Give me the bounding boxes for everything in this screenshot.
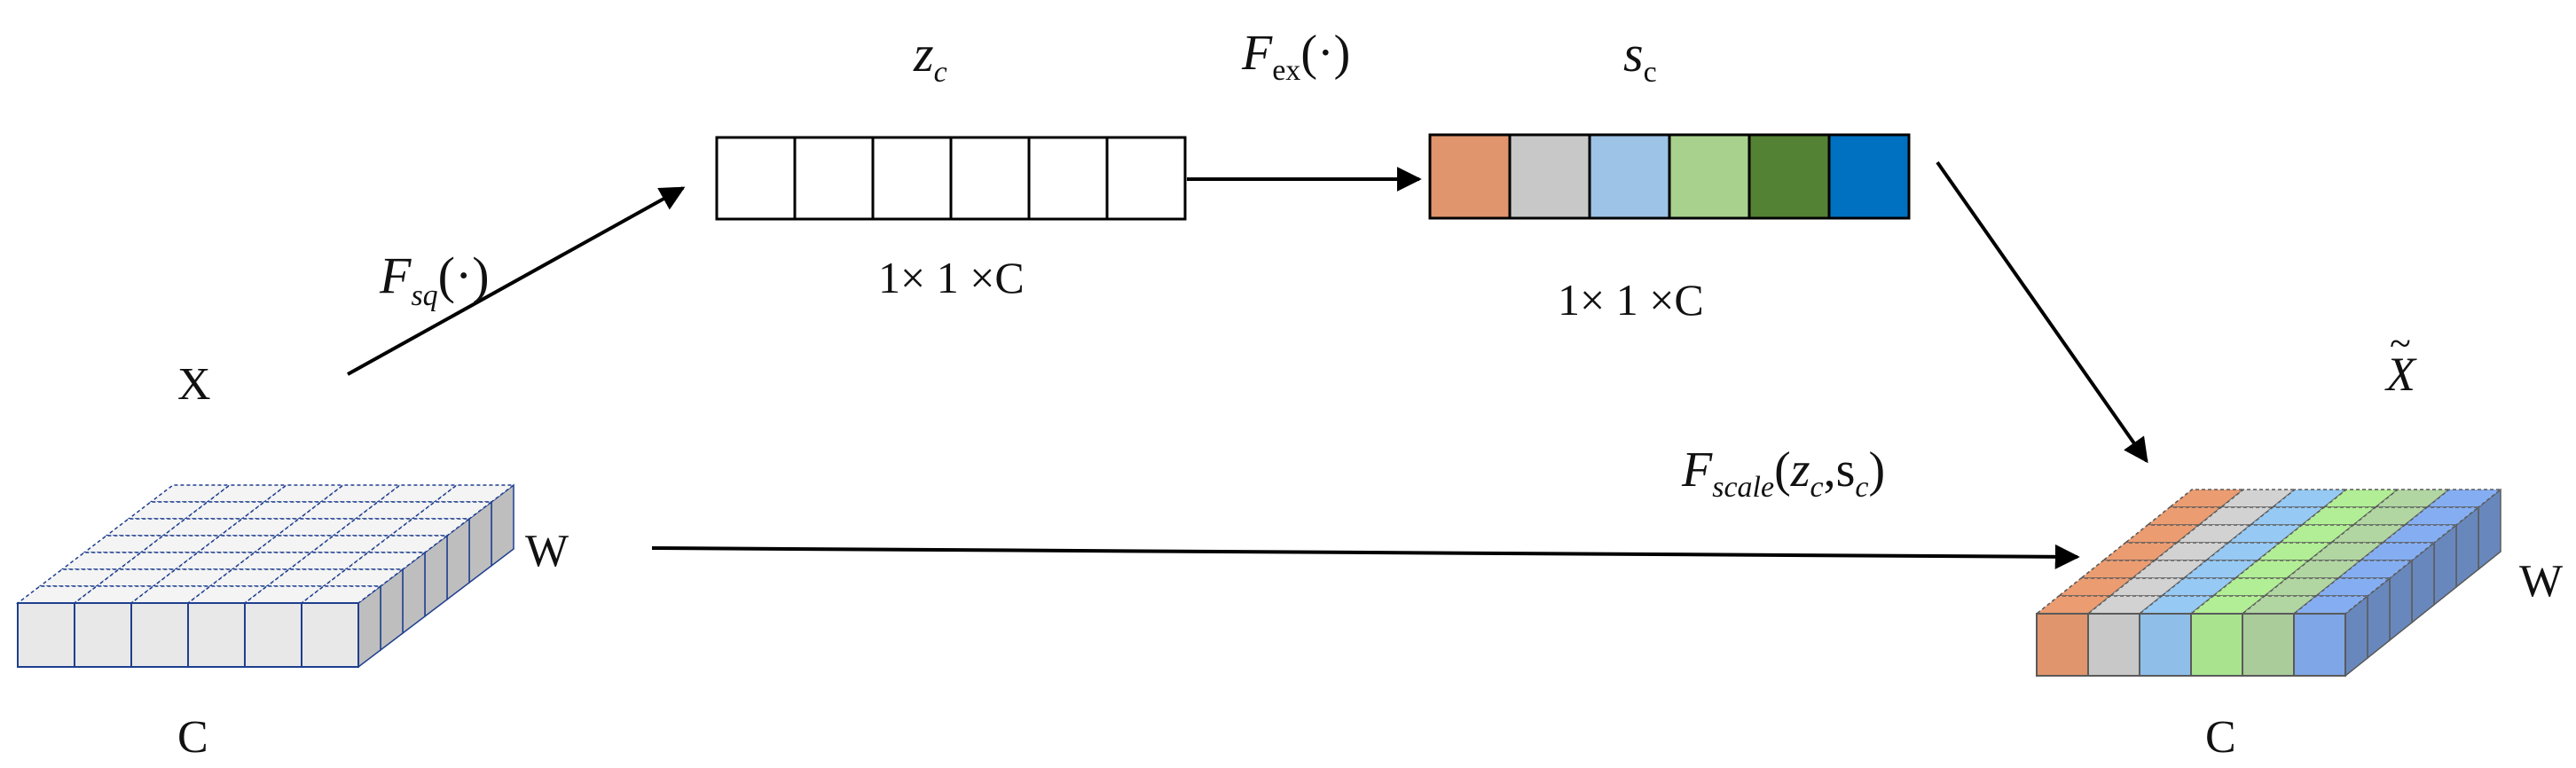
zc-dimension-label: 1× 1 ×C bbox=[878, 253, 1025, 302]
input-w-label: W bbox=[525, 526, 569, 576]
tensor-front-cell bbox=[2087, 613, 2140, 677]
zc-cell bbox=[871, 136, 953, 221]
output-x-tilde: ~ bbox=[2390, 322, 2411, 365]
tensor-front-cell bbox=[2190, 613, 2243, 677]
sc-cell bbox=[1428, 133, 1512, 220]
sc-cell bbox=[1588, 133, 1671, 220]
zc-cell bbox=[1027, 136, 1109, 221]
tensor-front-cell bbox=[244, 602, 302, 668]
zc-label: zc bbox=[913, 25, 947, 89]
zc-cell bbox=[793, 136, 875, 221]
zc-cell bbox=[715, 136, 797, 221]
tensor-front-cell bbox=[2139, 613, 2192, 677]
sc-dimension-label: 1× 1 ×C bbox=[1558, 275, 1704, 325]
sc-cell bbox=[1508, 133, 1591, 220]
input-tensor bbox=[15, 483, 516, 669]
sc-cell bbox=[1747, 133, 1831, 220]
input-c-label: C bbox=[177, 712, 208, 763]
output-w-label: W bbox=[2519, 556, 2563, 607]
scale-input-arrow bbox=[1936, 161, 2148, 464]
fscale-label: Fscale(zc,sc) bbox=[1681, 443, 1885, 504]
tensor-front-cell bbox=[2036, 613, 2089, 677]
sc-label: sc bbox=[1623, 25, 1657, 89]
zc-cell bbox=[1105, 136, 1187, 221]
tensor-front-cell bbox=[74, 602, 132, 668]
tensor-front-cell bbox=[187, 602, 246, 668]
tensor-front-cell bbox=[130, 602, 189, 668]
sc-vector bbox=[1428, 133, 1911, 220]
fsq-label: Fsq(·) bbox=[379, 247, 490, 312]
output-x-label: X bbox=[2384, 348, 2417, 401]
tensor-front-cell bbox=[2293, 613, 2346, 677]
output-c-label: C bbox=[2205, 712, 2236, 763]
output-tensor bbox=[2034, 488, 2503, 678]
fsq-arrow bbox=[347, 186, 686, 376]
sc-cell bbox=[1668, 133, 1751, 220]
identity-arrow bbox=[651, 544, 2080, 569]
zc-vector bbox=[715, 136, 1187, 221]
tensor-front-cell bbox=[301, 602, 359, 668]
input-x-label: X bbox=[177, 359, 211, 410]
tensor-front-cell bbox=[2242, 613, 2295, 677]
zc-cell bbox=[949, 136, 1031, 221]
fex-label: Fex(·) bbox=[1241, 26, 1350, 87]
sc-cell bbox=[1827, 133, 1911, 220]
tensor-front-cell bbox=[17, 602, 75, 668]
